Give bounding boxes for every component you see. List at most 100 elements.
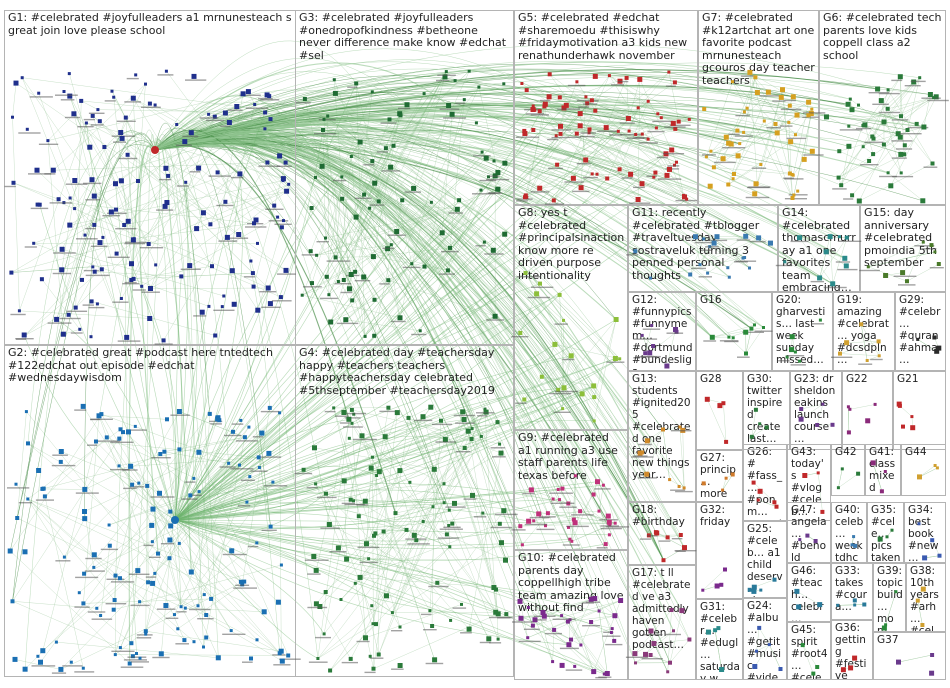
group-panel-g15[interactable]: G15: day anniversary #celebrated pmoindi… — [860, 205, 946, 292]
edge — [751, 409, 757, 437]
group-panel-g3[interactable]: G3: #celebrated #joyfulleaders #onedropo… — [295, 10, 514, 345]
edge — [392, 436, 482, 613]
group-panel-g39[interactable]: G39: topic build… mom… succ… — [873, 563, 906, 632]
group-panel-g23[interactable]: G23: dr sheldon eakins launch course… — [790, 371, 842, 450]
node-g1 — [284, 188, 290, 194]
group-panel-g4[interactable]: G4: #celebrated day #teachersday happy #… — [295, 345, 514, 677]
node-g7 — [747, 69, 753, 75]
group-panel-g10[interactable]: G10: #celebrated parents day coppellhigh… — [514, 550, 628, 680]
node-g4 — [352, 499, 355, 503]
node-caption-mark — [448, 212, 464, 214]
group-panel-g19[interactable]: G19: amazing #celebrat… yoga #dcsdpln… — [833, 292, 895, 371]
node-g1 — [184, 180, 188, 184]
group-panel-g7[interactable]: G7: #celebrated #k12artchat art one favo… — [698, 10, 819, 205]
node-g3 — [353, 214, 359, 220]
edge — [650, 242, 715, 279]
group-panel-g2[interactable]: G2: #celebrated great #podcast here tnte… — [4, 345, 296, 677]
node-caption-mark — [879, 175, 897, 178]
node-caption-mark — [665, 85, 676, 87]
node-g1 — [148, 286, 153, 291]
node-g14 — [823, 249, 829, 255]
edge — [174, 270, 449, 521]
group-panel-g41[interactable]: G41: class mixed bag… — [865, 444, 901, 496]
node-caption-mark — [664, 126, 686, 128]
group-panel-g22[interactable]: G22 — [842, 371, 893, 450]
edge — [115, 183, 176, 521]
node-g13 — [678, 425, 682, 429]
node-g9 — [607, 533, 611, 537]
group-panel-g38[interactable]: G38: 10th years #arh… #cel… — [906, 563, 946, 632]
edge — [682, 430, 685, 488]
node-g5 — [558, 131, 563, 136]
group-panel-g34[interactable]: G34: best book #new… — [904, 502, 946, 563]
node-caption-mark — [839, 129, 863, 131]
edge — [154, 101, 727, 151]
group-panel-g6[interactable]: G6: #celebrated tech parents love kids c… — [819, 10, 946, 205]
group-panel-g11[interactable]: G11: recently #celebrated #tblogger #tra… — [628, 205, 778, 292]
group-panel-g17[interactable]: G17: t ll #celebrated ve a3 admittedly h… — [628, 565, 696, 680]
group-panel-g45[interactable]: G45: spirit #root4… #celeb… — [787, 622, 831, 680]
edge — [799, 237, 833, 284]
node-caption-mark — [189, 171, 201, 173]
node-caption-mark — [106, 578, 125, 580]
edge — [553, 629, 581, 646]
node-g5 — [584, 95, 588, 99]
edge — [868, 241, 924, 268]
node-g16 — [762, 326, 765, 329]
group-panel-g42[interactable]: G42 — [831, 444, 865, 496]
group-panel-g1[interactable]: G1: #celebrated #joyfulleaders a1 mrnune… — [4, 10, 296, 345]
group-panel-g29[interactable]: G29: #celebr… #quran #ahma… — [895, 292, 946, 371]
node-caption-mark — [626, 254, 638, 256]
node-caption-mark — [124, 281, 137, 284]
node-g6 — [888, 183, 894, 189]
group-panel-g30[interactable]: G30: twitter inspired create last… — [743, 371, 790, 450]
node-g4 — [414, 538, 419, 543]
group-panel-g9[interactable]: G9: #celebrated a1 running a3 use staff … — [514, 430, 628, 550]
edge — [145, 630, 282, 652]
node-g4 — [368, 654, 372, 658]
node-caption-mark — [530, 114, 549, 116]
node-g4 — [432, 657, 438, 663]
group-panel-g36[interactable]: G36: getting #festive fever… — [831, 620, 873, 680]
edge — [873, 108, 888, 139]
group-panel-g32[interactable]: G32: friday — [696, 502, 743, 599]
group-panel-g14[interactable]: G14: #celebrated thomascmurray a1 one fa… — [778, 205, 860, 292]
edge — [325, 493, 377, 625]
node-g9 — [558, 498, 561, 502]
group-panel-g43[interactable]: G43: today's #vlog #celeb… — [787, 444, 831, 521]
edge — [174, 276, 182, 521]
node-g13 — [661, 427, 665, 432]
node-g1 — [91, 193, 97, 199]
group-panel-g5[interactable]: G5: #celebrated #edchat #sharemoedu #thi… — [514, 10, 698, 205]
edge — [174, 519, 325, 635]
node-caption-mark — [719, 340, 739, 342]
group-panel-g44[interactable]: G44 — [901, 444, 946, 496]
group-panel-g37[interactable]: G37 — [873, 632, 946, 680]
node-g27 — [721, 488, 725, 492]
node-caption-mark — [88, 306, 105, 309]
group-panel-g47[interactable]: G47: angela… #behold cultiva… — [787, 502, 831, 563]
group-panel-g18[interactable]: G18: #birthday — [628, 502, 696, 565]
edge — [796, 591, 820, 605]
node-g3 — [444, 70, 448, 74]
node-g4 — [404, 527, 409, 532]
group-panel-g40[interactable]: G40: celeb… week tdhco… — [831, 502, 867, 563]
group-panel-g24[interactable]: G24: #albu… #getit #music #video… — [743, 598, 787, 680]
node-caption-mark — [230, 176, 244, 179]
node-g4 — [332, 406, 336, 410]
node-caption-mark — [811, 323, 825, 325]
group-panel-g8[interactable]: G8: yes t #celebrated #principalsinactio… — [514, 205, 628, 430]
edge — [139, 145, 159, 554]
node-caption-mark — [52, 454, 68, 456]
group-panel-g21[interactable]: G21 — [893, 371, 946, 450]
edge — [118, 465, 280, 654]
node-caption-mark — [391, 630, 403, 632]
node-caption-mark — [30, 207, 49, 210]
node-g1 — [130, 237, 136, 243]
group-panel-g33[interactable]: G33: takes #coura… — [831, 563, 873, 620]
node-g9 — [551, 497, 555, 501]
group-panel-g28[interactable]: G28 — [696, 371, 743, 450]
node-g22 — [848, 407, 852, 411]
edge — [330, 233, 505, 323]
group-panel-g35[interactable]: G35: #cele… pics taken… — [867, 502, 904, 563]
